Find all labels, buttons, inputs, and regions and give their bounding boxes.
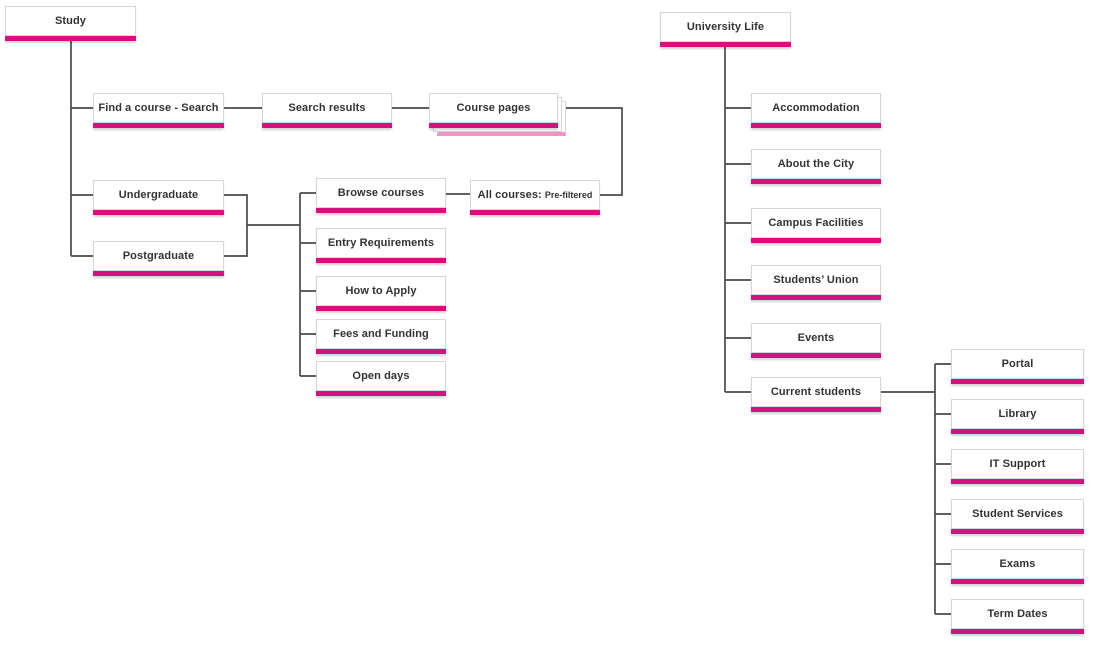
node-all-courses[interactable]: All courses: Pre-filtered	[470, 180, 600, 215]
connector-universitylife-spine	[724, 47, 751, 393]
accent-bar	[951, 479, 1084, 484]
node-label: IT Support	[989, 458, 1046, 470]
node-label: All courses:	[477, 189, 542, 201]
node-label: Accommodation	[772, 102, 860, 114]
node-campus-facilities[interactable]: Campus Facilities	[751, 208, 881, 243]
accent-bar	[951, 379, 1084, 384]
node-label: Undergraduate	[118, 189, 199, 201]
node-fees-and-funding[interactable]: Fees and Funding	[316, 319, 446, 354]
node-label: University Life	[686, 21, 765, 33]
node-label: Exams	[999, 558, 1036, 570]
connector-currentstudents-children	[934, 363, 951, 615]
accent-bar	[470, 210, 600, 215]
accent-bar	[751, 238, 881, 243]
node-open-days[interactable]: Open days	[316, 361, 446, 396]
node-label: Student Services	[972, 508, 1063, 520]
node-label: Study	[54, 15, 87, 27]
node-label: About the City	[777, 158, 855, 170]
node-library[interactable]: Library	[951, 399, 1084, 434]
node-exams[interactable]: Exams	[951, 549, 1084, 584]
node-undergraduate[interactable]: Undergraduate	[93, 180, 224, 215]
node-label: Campus Facilities	[768, 217, 864, 229]
node-label: Postgraduate	[122, 250, 195, 262]
node-current-students[interactable]: Current students	[751, 377, 881, 412]
accent-bar	[93, 210, 224, 215]
node-label: Search results	[288, 102, 366, 114]
accent-bar	[751, 295, 881, 300]
node-find-course[interactable]: Find a course - Search	[93, 93, 224, 128]
node-student-services[interactable]: Student Services	[951, 499, 1084, 534]
node-portal[interactable]: Portal	[951, 349, 1084, 384]
node-it-support[interactable]: IT Support	[951, 449, 1084, 484]
node-accommodation[interactable]: Accommodation	[751, 93, 881, 128]
node-entry-requirements[interactable]: Entry Requirements	[316, 228, 446, 263]
accent-bar	[429, 123, 558, 128]
accent-bar	[751, 123, 881, 128]
accent-bar	[951, 429, 1084, 434]
node-course-pages[interactable]: Course pages	[429, 93, 566, 136]
node-study[interactable]: Study	[5, 6, 136, 41]
node-students-union[interactable]: Students’ Union	[751, 265, 881, 300]
node-browse-courses[interactable]: Browse courses	[316, 178, 446, 213]
accent-bar	[951, 579, 1084, 584]
node-label: Portal	[1001, 358, 1034, 370]
node-label: Fees and Funding	[333, 328, 429, 340]
accent-bar	[316, 258, 446, 263]
node-label: Browse courses	[337, 187, 425, 199]
node-sublabel: Pre-filtered	[544, 190, 593, 200]
node-label: How to Apply	[345, 285, 417, 297]
accent-bar	[751, 407, 881, 412]
node-events[interactable]: Events	[751, 323, 881, 358]
node-label: Entry Requirements	[327, 237, 435, 249]
node-label: Students’ Union	[773, 274, 859, 286]
accent-bar	[660, 42, 791, 47]
node-label: Course pages	[456, 102, 531, 114]
accent-bar	[951, 529, 1084, 534]
node-university-life[interactable]: University Life	[660, 12, 791, 47]
connector-coursesection-spine	[299, 192, 316, 377]
accent-bar	[316, 208, 446, 213]
accent-bar	[951, 629, 1084, 634]
accent-bar	[93, 123, 224, 128]
node-how-to-apply[interactable]: How to Apply	[316, 276, 446, 311]
accent-bar	[316, 349, 446, 354]
accent-bar	[751, 179, 881, 184]
accent-bar	[316, 391, 446, 396]
node-label: Events	[797, 332, 835, 344]
node-postgraduate[interactable]: Postgraduate	[93, 241, 224, 276]
node-term-dates[interactable]: Term Dates	[951, 599, 1084, 634]
node-label: Term Dates	[987, 608, 1048, 620]
node-search-results[interactable]: Search results	[262, 93, 392, 128]
node-about-the-city[interactable]: About the City	[751, 149, 881, 184]
node-label: Find a course - Search	[98, 102, 219, 114]
node-label: Open days	[352, 370, 410, 382]
connector-undergrad-postgrad-bracket	[224, 194, 248, 257]
accent-bar	[93, 271, 224, 276]
accent-bar	[316, 306, 446, 311]
node-label: Library	[998, 408, 1037, 420]
accent-bar	[751, 353, 881, 358]
accent-bar	[5, 36, 136, 41]
node-label: Current students	[770, 386, 862, 398]
connector-study-children	[70, 41, 93, 257]
accent-bar	[262, 123, 392, 128]
